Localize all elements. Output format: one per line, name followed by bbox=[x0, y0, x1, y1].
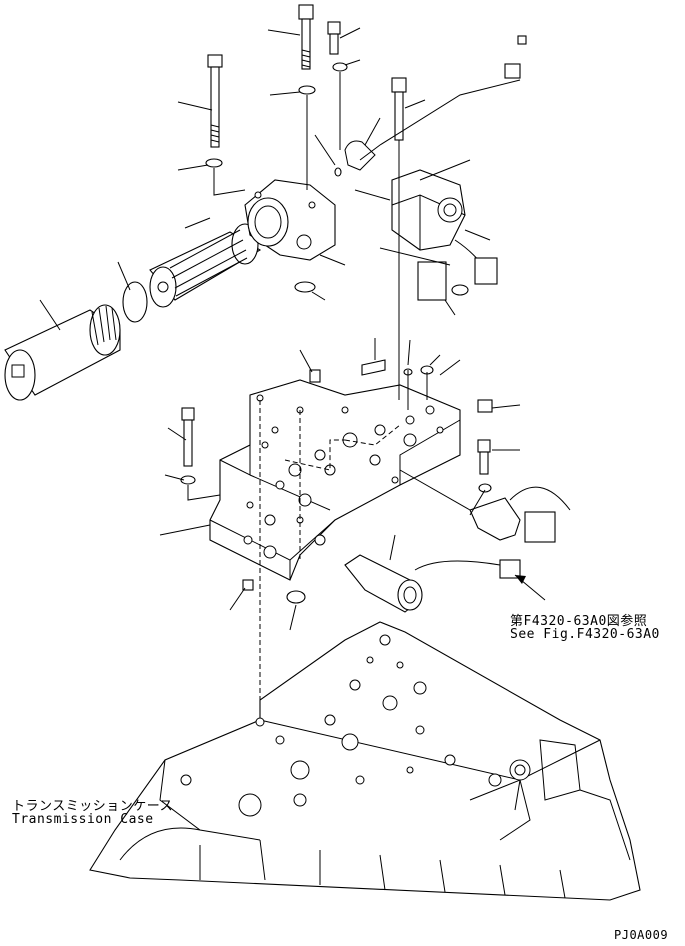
transmission-case bbox=[89, 621, 641, 901]
leader-lines bbox=[187, 72, 521, 516]
reference-label-en: See Fig.F4320-63A0 bbox=[510, 627, 660, 642]
callout-lines bbox=[39, 27, 546, 631]
case-label-jp: トランスミッションケース bbox=[12, 799, 174, 814]
case-label-en: Transmission Case bbox=[12, 812, 154, 827]
drawing-code: PJ0A009 bbox=[614, 928, 669, 942]
solenoid-valve-block bbox=[391, 169, 498, 301]
valve-body-plate bbox=[209, 379, 461, 720]
lower-solenoid bbox=[344, 486, 571, 613]
bolts-washers bbox=[180, 4, 527, 604]
filter-head bbox=[244, 179, 336, 293]
filter-assembly bbox=[4, 223, 262, 401]
reference-label-jp: 第F4320-63A0図参照 bbox=[510, 614, 648, 629]
